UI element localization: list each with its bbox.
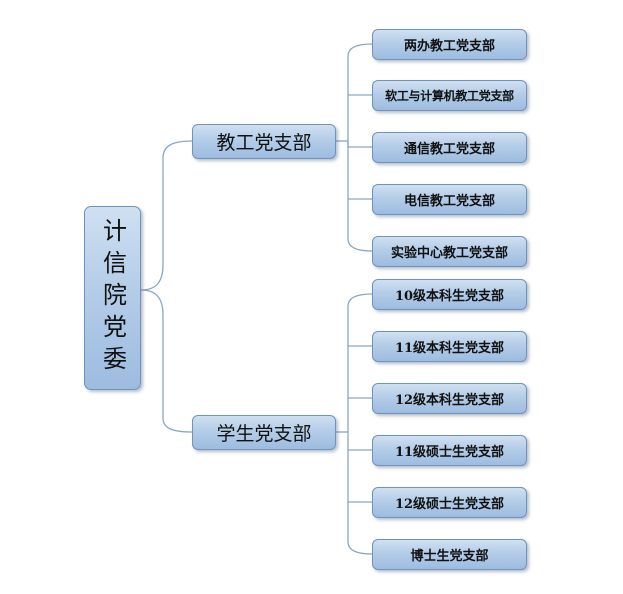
connector-branch-1-leaf-0 bbox=[347, 293, 373, 432]
connector-root-to-branch-1 bbox=[140, 289, 193, 433]
leaf-node-student-0: 10级本科生党支部 bbox=[372, 279, 527, 310]
connector-branch-1-leaf-5 bbox=[347, 432, 373, 555]
leaf-node-student-1: 11级本科生党支部 bbox=[372, 331, 527, 362]
leaf-node-label: 11级本科生党支部 bbox=[394, 341, 505, 356]
branch-node-label: 教工党支部 bbox=[216, 132, 312, 154]
leaf-node-label: 电信教工党支部 bbox=[403, 194, 495, 209]
leaf-node-label: 通信教工党支部 bbox=[403, 142, 495, 157]
branch-node-student: 学生党支部 bbox=[192, 415, 336, 450]
leaf-node-faculty-0: 两办教工党支部 bbox=[372, 29, 527, 60]
root-node-label: 计信院党委 bbox=[98, 218, 127, 378]
leaf-node-faculty-2: 通信教工党支部 bbox=[372, 132, 527, 163]
leaf-node-label: 11级硕士生党支部 bbox=[394, 445, 505, 460]
leaf-node-student-3: 11级硕士生党支部 bbox=[372, 435, 527, 466]
connector-branch-0-leaf-4 bbox=[347, 141, 373, 252]
branch-node-faculty: 教工党支部 bbox=[192, 124, 336, 159]
connector-branch-0-leaf-2 bbox=[347, 141, 372, 148]
root-node: 计信院党委 bbox=[84, 206, 141, 390]
leaf-node-label: 10级本科生党支部 bbox=[394, 289, 505, 304]
leaf-node-faculty-4: 实验中心教工党支部 bbox=[372, 236, 527, 267]
connector-root-to-branch-0 bbox=[140, 140, 193, 291]
leaf-node-label: 两办教工党支部 bbox=[403, 39, 495, 54]
leaf-node-faculty-3: 电信教工党支部 bbox=[372, 184, 527, 215]
leaf-node-student-2: 12级本科生党支部 bbox=[372, 383, 527, 414]
leaf-node-student-5: 博士生党支部 bbox=[372, 539, 527, 570]
branch-node-label: 学生党支部 bbox=[216, 423, 312, 445]
leaf-node-label: 实验中心教工党支部 bbox=[390, 246, 508, 261]
leaf-node-student-4: 12级硕士生党支部 bbox=[372, 487, 527, 518]
connector-branch-0-leaf-0 bbox=[347, 43, 373, 141]
leaf-node-label: 12级硕士生党支部 bbox=[394, 497, 505, 512]
leaf-node-label: 软工与计算机教工党支部 bbox=[385, 89, 514, 103]
leaf-node-label: 12级本科生党支部 bbox=[394, 393, 505, 408]
leaf-node-label: 博士生党支部 bbox=[410, 549, 489, 564]
leaf-node-faculty-1: 软工与计算机教工党支部 bbox=[372, 80, 527, 111]
